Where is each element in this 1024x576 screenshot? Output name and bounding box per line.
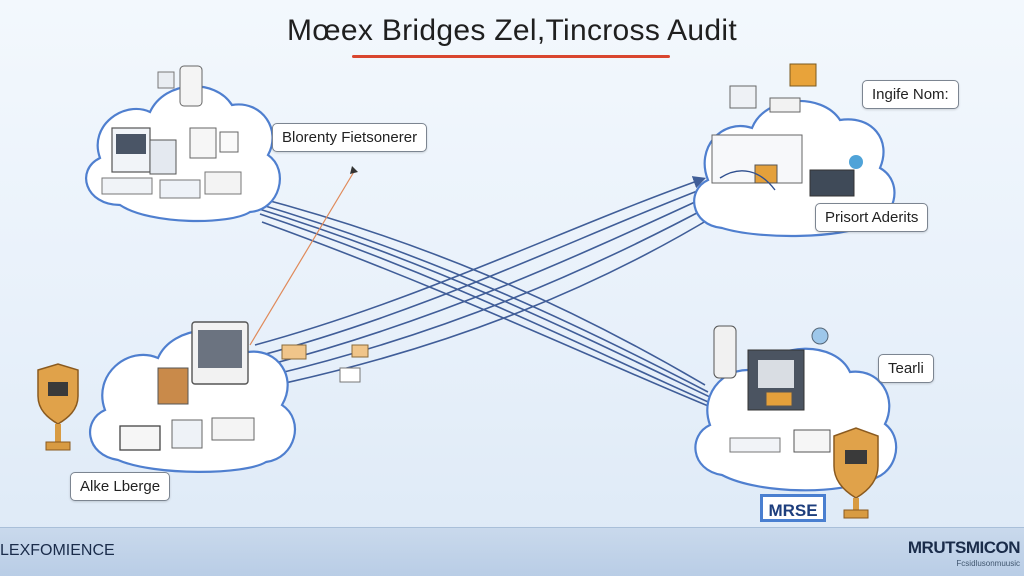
- footer-left-text: LEXFOMIENCE: [0, 542, 115, 559]
- connector-lines: [247, 176, 719, 411]
- footer-bar: LEXFOMIENCE MRUTSMICON Fcsidlusonmuusic: [0, 527, 1024, 576]
- shield-trophy-right: [833, 427, 879, 519]
- cloud-top-left: [85, 65, 281, 223]
- label-top-right-2: Prisort Aderits: [815, 203, 929, 232]
- footer-brand: MRUTSMICON Fcsidlusonmuusic: [907, 538, 1021, 568]
- shield-trophy-left: [37, 363, 79, 451]
- annotation-arrow: [249, 169, 356, 346]
- cloud-bottom-left: [89, 321, 369, 473]
- brand-logo-text: MRUTSMICON: [907, 538, 1021, 557]
- brand-subtitle: Fcsidlusonmuusic: [956, 559, 1020, 568]
- badge-mrse: MRSE: [760, 494, 826, 522]
- annotation-arrow-tip: [350, 166, 358, 174]
- label-bottom-right: Tearli: [878, 354, 934, 383]
- page-title: Mœex Bridges Zel,Tincross Audit: [287, 14, 737, 47]
- title-underline: [352, 55, 670, 58]
- label-top-left: Blorenty Fietsonerer: [272, 123, 428, 152]
- cloud-top-right: [693, 63, 896, 238]
- label-top-right-1: Ingife Nom:: [862, 80, 959, 109]
- label-bottom-left: Alke Lberge: [70, 472, 171, 501]
